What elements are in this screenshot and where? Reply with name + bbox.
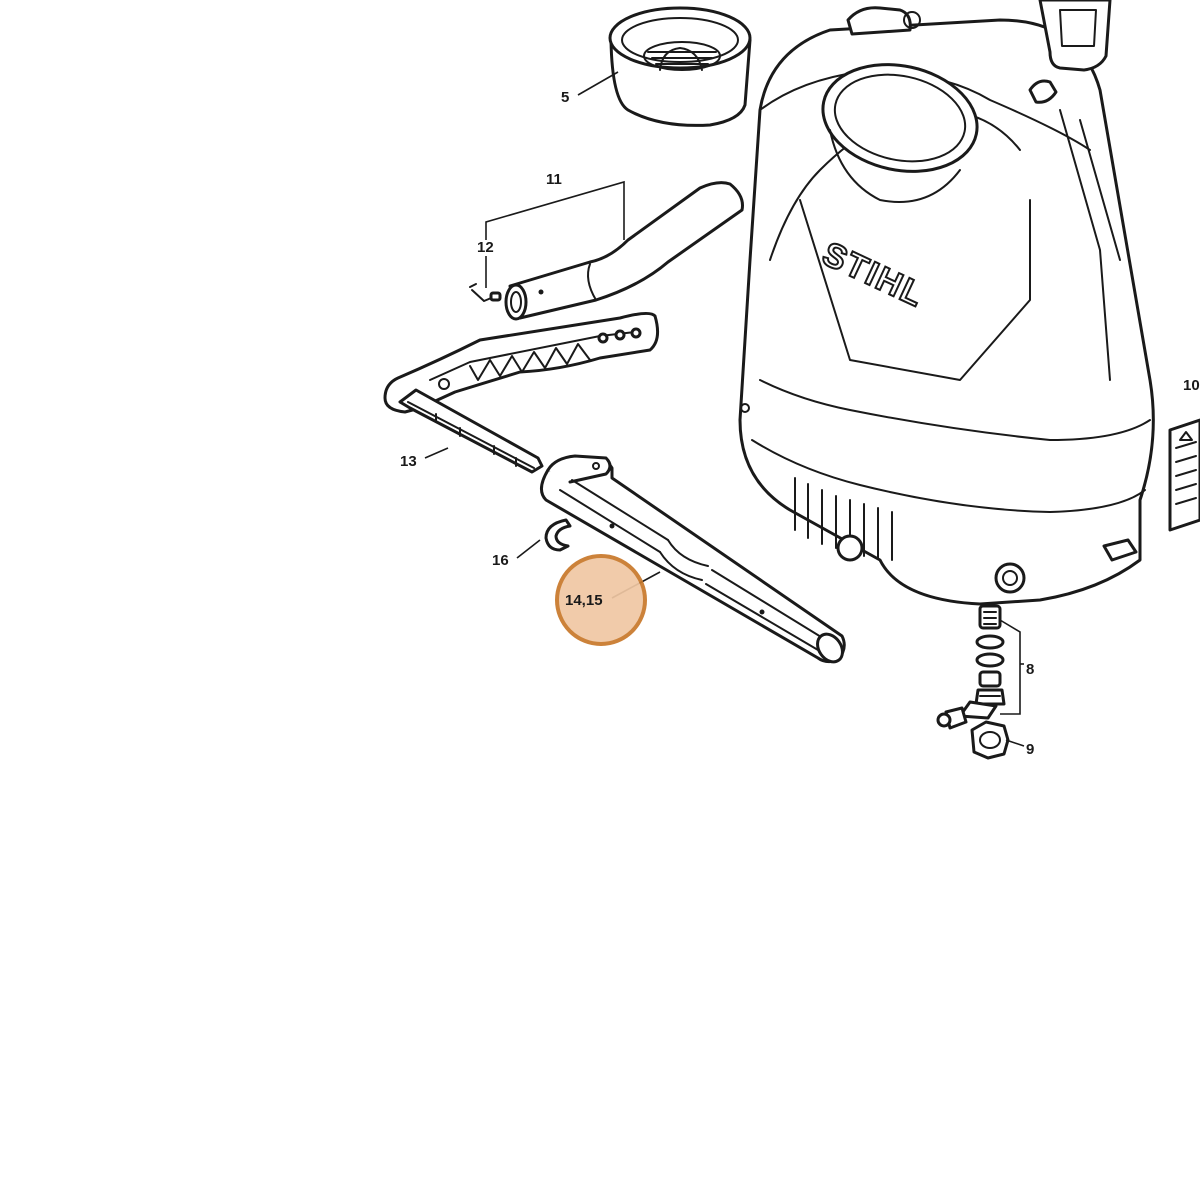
tank-fill-opening (821, 63, 979, 203)
clip-part[interactable] (544, 518, 572, 552)
leader-lines (424, 71, 1025, 747)
warning-label-part[interactable] (1168, 418, 1200, 532)
callout-8[interactable]: 8 (1026, 661, 1034, 678)
callout-14-15[interactable]: 14,15 (565, 592, 603, 609)
callout-10[interactable]: 10 (1183, 377, 1200, 394)
callout-5[interactable]: 5 (561, 89, 569, 106)
callout-16[interactable]: 16 (492, 552, 509, 569)
lever-arm-part[interactable] (383, 311, 660, 474)
callout-9[interactable]: 9 (1026, 741, 1034, 758)
pump-tube-part[interactable] (540, 454, 847, 667)
callout-13[interactable]: 13 (400, 453, 417, 470)
valve-assembly-part[interactable] (936, 604, 1006, 730)
callout-labels: 5 11 12 13 16 14,15 8 9 10 (400, 89, 1200, 758)
suction-tube-part[interactable] (504, 181, 744, 321)
callout-11[interactable]: 11 (546, 171, 562, 188)
strap-bracket-part (1038, 0, 1112, 72)
highlight-marker (555, 554, 647, 646)
nut-part[interactable] (970, 720, 1010, 760)
strainer-basket-part[interactable] (608, 6, 752, 127)
callout-12[interactable]: 12 (477, 239, 494, 256)
pin-part[interactable] (469, 283, 502, 302)
